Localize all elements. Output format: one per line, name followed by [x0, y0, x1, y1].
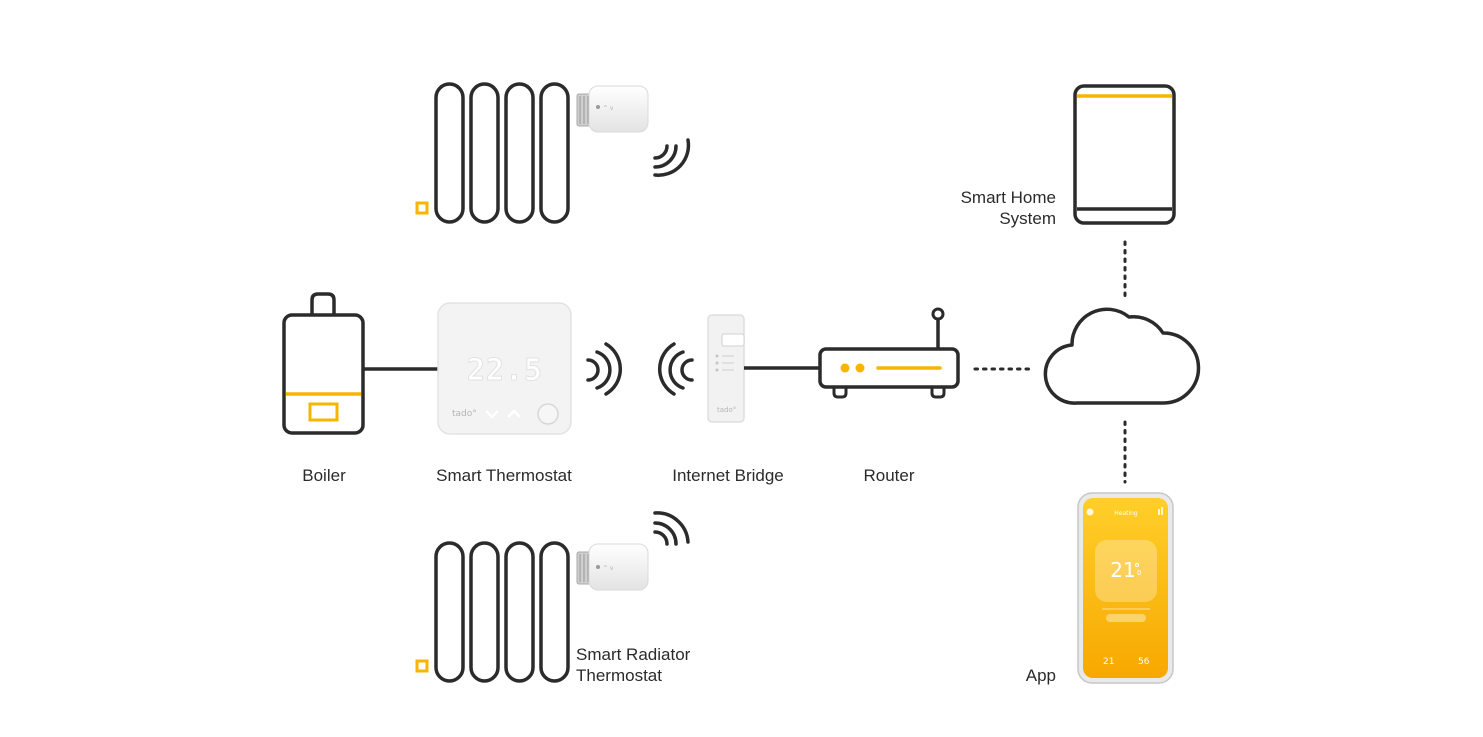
svg-text:^ v: ^ v — [603, 565, 614, 572]
radiator-thermostat-label-line1: Smart Radiator — [576, 645, 691, 664]
phone-stat-right: 56 — [1138, 657, 1150, 667]
router-label: Router — [863, 466, 915, 485]
phone-temperature: 21 — [1110, 558, 1135, 582]
radiator-bottom-valve-marker — [415, 659, 429, 673]
radiator-top-valve-marker — [415, 201, 429, 215]
phone-temperature-decimal: 0 — [1137, 569, 1141, 577]
phone-header: Heating — [1114, 510, 1138, 517]
wireless-signal-icon — [657, 342, 694, 396]
wireless-signal-icon — [586, 342, 623, 396]
app-label: App — [1025, 666, 1056, 685]
radiator-bottom — [434, 541, 570, 683]
svg-text:^ v: ^ v — [603, 105, 614, 112]
boiler-label: Boiler — [302, 466, 346, 485]
radiator-top — [434, 82, 570, 224]
router-icon — [818, 307, 960, 399]
wireless-signal-icon — [653, 138, 691, 177]
radiator-thermostat-label-line2: Thermostat — [576, 666, 662, 685]
smart-home-label-line1: Smart Home — [960, 188, 1056, 207]
smart-thermostat-device: 22.5 tado° — [437, 302, 572, 435]
internet-bridge-label: Internet Bridge — [672, 466, 784, 485]
radiator-thermostat-top: ^ v — [576, 85, 649, 133]
chevron-down-icon — [485, 410, 499, 419]
bridge-brand: tado° — [717, 406, 736, 414]
smart-home-speaker-icon — [1073, 84, 1176, 225]
wireless-signal-icon — [653, 511, 690, 546]
phone-stat-left: 21 — [1103, 657, 1114, 667]
smart-home-label-line2: System — [999, 209, 1056, 228]
radiator-thermostat-bottom: ^ v — [576, 543, 649, 591]
thermostat-brand: tado° — [452, 409, 477, 419]
boiler-icon — [282, 292, 365, 435]
internet-bridge-device: tado° — [707, 314, 745, 423]
phone-app-device: Heating 21 0 21 56 — [1077, 492, 1174, 684]
smart-thermostat-label: Smart Thermostat — [436, 466, 572, 485]
thermostat-display: 22.5 — [467, 353, 543, 388]
cloud-icon — [1043, 307, 1201, 405]
thermostat-button — [537, 403, 559, 425]
chevron-up-icon — [507, 409, 521, 418]
